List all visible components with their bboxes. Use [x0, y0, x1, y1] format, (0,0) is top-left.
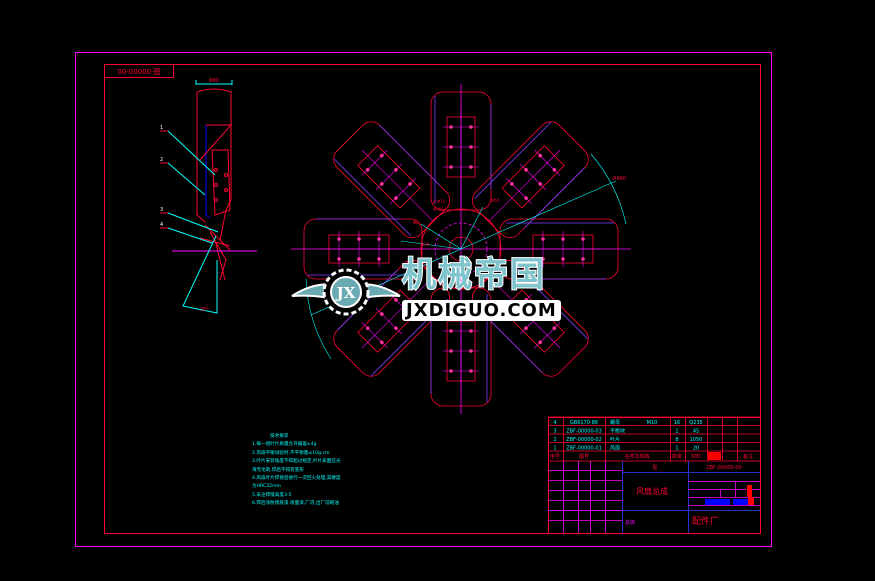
- header-no: 序号: [550, 453, 560, 460]
- side-view: Φ80 30° 1 2 3 4: [160, 78, 257, 314]
- dim-pin: Φ8: [413, 220, 419, 225]
- part-no: 3: [553, 428, 556, 434]
- dim-hub: Φ36: [421, 242, 430, 247]
- dim-angle: 30°: [200, 307, 209, 313]
- watermark: JX 机械帝国 JXDIGUO.COM: [290, 255, 585, 324]
- part-qty: 1: [675, 445, 678, 451]
- header-material: 材料: [691, 453, 701, 460]
- fan-front-view: R480 4-Φ11 Φ160 Φ36 Φ50 Φ8: [291, 84, 631, 414]
- logo-text: JX: [335, 284, 356, 302]
- part-qty: 1: [675, 428, 678, 434]
- balloon-1: 1: [160, 125, 163, 131]
- part-code: ZBF-00000-01: [566, 445, 602, 451]
- tech-line: 为HRC32min: [252, 484, 281, 490]
- watermark-url: JXDIGUO.COM: [402, 300, 561, 321]
- tech-requirements: 技术要求 1.每一组叶片质量允许偏差±4g 2.风扇平衡试验时,不平衡量≤10g…: [252, 433, 341, 509]
- hub-bore: [448, 236, 474, 262]
- title-block: 4 GB6170-86 螺母 M10 16 Q235 3 ZBF-00000-03 平衡块 1 45…: [548, 416, 761, 534]
- dim-outer: Φ160: [433, 207, 444, 212]
- part-name: 平衡块: [610, 427, 625, 434]
- drawing-title: 风扇总成: [636, 486, 668, 496]
- drawing-number: ZBF-00000-00: [706, 465, 742, 471]
- dim-hub-2: Φ50: [491, 198, 500, 203]
- part-qty: 16: [674, 420, 680, 426]
- header-name: 名称及规格: [624, 453, 649, 460]
- tech-line: 3.叶片安装角度不得超过规定,叶片表面应光: [252, 459, 341, 465]
- designer-label: 总体: [625, 519, 635, 526]
- part-no: 4: [553, 420, 556, 426]
- bolt-circle: [434, 222, 488, 276]
- part-no: 2: [553, 437, 556, 443]
- drawing-tag: 00-00000-图: [117, 68, 160, 76]
- dim-4-holes: 4-Φ11: [433, 199, 446, 204]
- part-material: 45: [693, 428, 699, 434]
- tech-line: 6.焊后涂防锈底漆,喷面漆,厂内,出厂前刷油: [252, 501, 339, 507]
- outer-frame: [75, 52, 772, 547]
- watermark-logo: JX: [291, 268, 401, 316]
- dim-r480: R480: [613, 176, 626, 182]
- watermark-title: 机械帝国: [401, 255, 546, 295]
- part-material: Q235: [689, 420, 702, 426]
- header-qty: 数量: [672, 453, 682, 460]
- dim-top: Φ80: [209, 78, 219, 84]
- part-spec: M10: [647, 420, 658, 426]
- fan-blade: [471, 121, 589, 239]
- part-code: ZBF-00000-03: [566, 428, 602, 434]
- part-code: ZBF-00000-02: [566, 437, 602, 443]
- tech-line: 4.风扇叶片焊接后进行一次回火处理,其硬度: [252, 476, 341, 482]
- tech-line: 1.每一组叶片质量允许偏差±4g: [252, 442, 317, 448]
- part-material: 20: [693, 445, 699, 451]
- company-name: 配件厂: [692, 515, 719, 527]
- part-material: 1050: [690, 437, 703, 443]
- part-type: 型: [652, 464, 657, 471]
- hub-outer: [420, 208, 502, 290]
- part-qty: 8: [675, 437, 678, 443]
- tech-title: 技术要求: [270, 434, 289, 439]
- header-code: 图号: [579, 454, 589, 460]
- fan-blade: [333, 121, 451, 239]
- drawing-tag-box: [104, 64, 174, 78]
- inner-border: [104, 64, 761, 534]
- tech-line: 5.未注焊缝高度3-5: [252, 492, 292, 498]
- balloon-2: 2: [160, 157, 163, 163]
- balloon-4: 4: [160, 222, 163, 228]
- part-code: GB6170-86: [570, 420, 598, 426]
- part-name: 风扇: [610, 444, 620, 451]
- header-note: 备注: [743, 453, 753, 460]
- tech-line: 滑无毛刺,焊后不得有变形: [252, 467, 304, 473]
- tech-line: 2.风扇平衡试验时,不平衡量≤10g.cm: [252, 450, 330, 456]
- part-name: 叶片: [610, 436, 620, 443]
- balloon-3: 3: [160, 207, 163, 213]
- part-name: 螺母: [610, 419, 620, 426]
- part-no: 1: [553, 445, 556, 451]
